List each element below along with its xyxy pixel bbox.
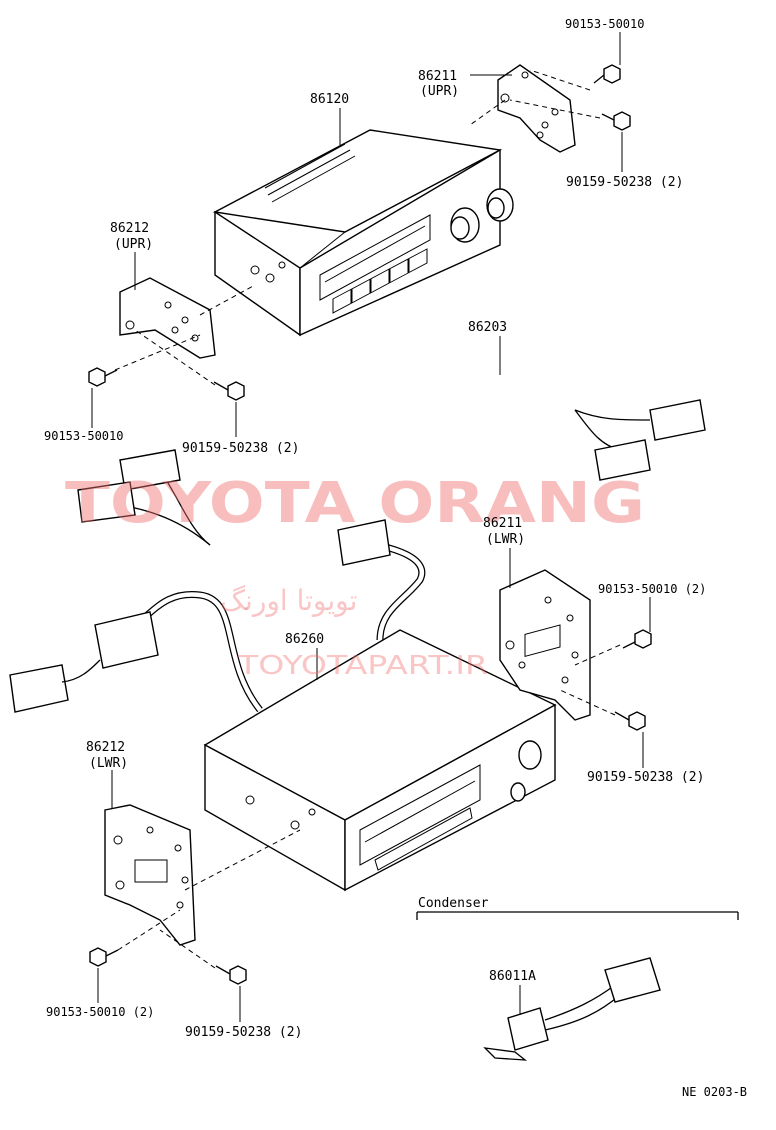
label-bracket-upr-right: 86211 xyxy=(418,69,457,84)
screw-icon xyxy=(614,711,646,731)
bracket-lwr-right xyxy=(499,569,591,721)
leader-lines xyxy=(91,32,651,1022)
label-radio-lower: 86260 xyxy=(285,632,324,647)
bracket-upr-left xyxy=(119,277,216,359)
screw-icon xyxy=(622,629,652,649)
label-bracket-lwr-left-sub: (LWR) xyxy=(89,756,128,771)
label-left-screw-b: 90159-50238 (2) xyxy=(182,441,299,456)
screw-icon xyxy=(593,64,621,84)
watermark-url: TOYOTAPART.IR xyxy=(237,651,488,681)
screw-icon xyxy=(213,381,245,401)
label-bottom-screw-b: 90159-50238 (2) xyxy=(185,1025,302,1040)
label-right-screw-b: 90159-50238 (2) xyxy=(587,770,704,785)
screw-icon xyxy=(89,947,119,967)
assembly-lines xyxy=(114,69,621,969)
label-bracket-upr-right-sub: (UPR) xyxy=(420,84,459,99)
label-bottom-screw-a: 90153-50010 (2) xyxy=(46,1005,154,1019)
label-radio-upper: 86120 xyxy=(310,92,349,107)
watermark: TOYOTA ORANG تویوتا اورنگ TOYOTAPART.IR xyxy=(65,471,645,681)
bracket-lwr-left xyxy=(104,804,196,946)
watermark-brand: TOYOTA ORANG xyxy=(65,471,645,536)
radio-upper xyxy=(212,129,514,337)
harness-86203 xyxy=(77,371,706,555)
part-labels: 90153-50010 86211 (UPR) 86120 90159-5023… xyxy=(44,17,747,1099)
watermark-persian: تویوتا اورنگ xyxy=(220,584,357,617)
label-right-screw-a: 90153-50010 (2) xyxy=(598,582,706,596)
label-left-screw-a: 90153-50010 xyxy=(44,429,123,443)
label-condenser-part: 86011A xyxy=(489,969,536,984)
screw-icons xyxy=(88,64,652,985)
label-bracket-lwr-right-sub: (LWR) xyxy=(486,532,525,547)
screw-icon xyxy=(601,111,631,131)
label-bracket-upr-left-sub: (UPR) xyxy=(114,237,153,252)
label-top-screw-b: 90159-50238 (2) xyxy=(566,175,683,190)
label-bracket-upr-left: 86212 xyxy=(110,221,149,236)
bracket-upr-right xyxy=(497,64,576,153)
harness-lower xyxy=(9,519,426,713)
label-harness: 86203 xyxy=(468,320,507,335)
label-bracket-lwr-left: 86212 xyxy=(86,740,125,755)
label-top-screw-a: 90153-50010 xyxy=(565,17,644,31)
condenser xyxy=(416,911,739,1061)
label-bracket-lwr-right: 86211 xyxy=(483,516,522,531)
screw-icon xyxy=(215,965,247,985)
radio-lower xyxy=(203,629,557,892)
label-figure-code: NE 0203-B xyxy=(682,1085,747,1099)
label-condenser-heading: Condenser xyxy=(418,896,489,911)
screw-icon xyxy=(88,367,118,387)
